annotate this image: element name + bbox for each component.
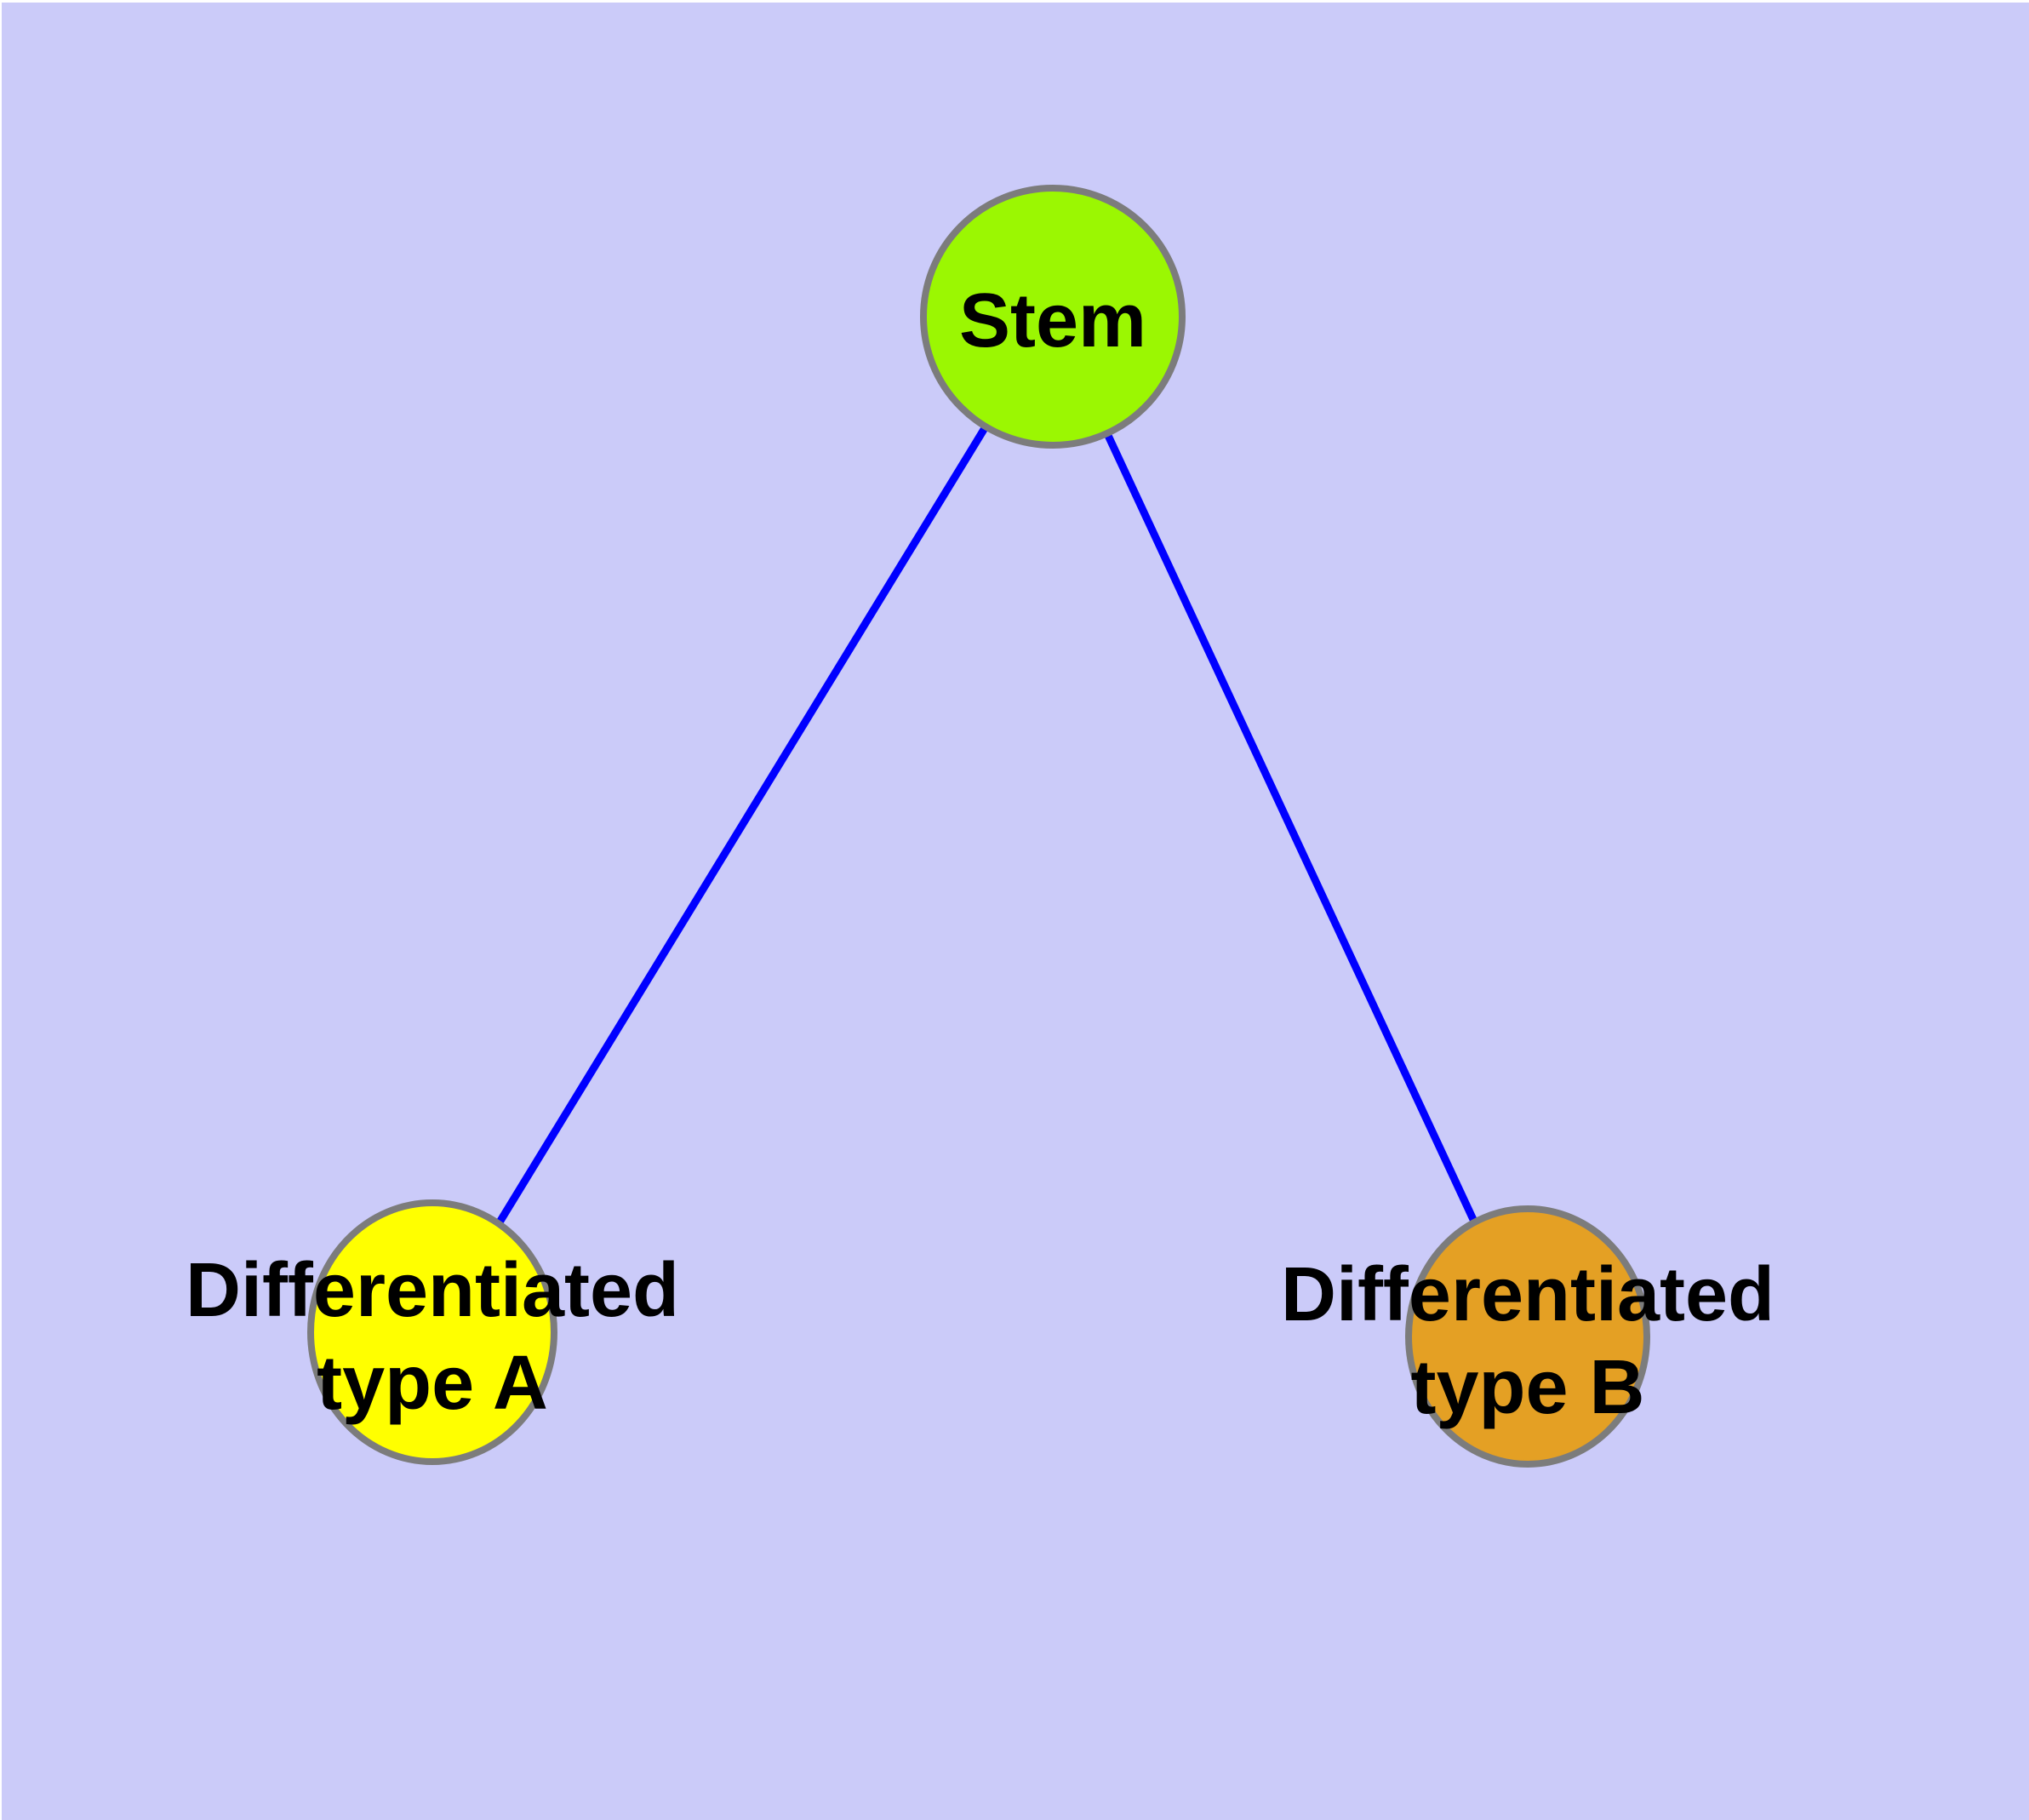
node-differentiated-type-a	[307, 1199, 557, 1465]
node-differentiated-type-b	[1405, 1205, 1650, 1468]
node-diff-a-label-line2: type A	[317, 1341, 548, 1426]
label-group: Stem Differentiated type A Differentiate…	[186, 278, 1775, 1430]
node-diff-b-label-line2: type B	[1410, 1345, 1644, 1430]
node-stem-label: Stem	[959, 278, 1146, 363]
node-group	[307, 185, 1650, 1468]
node-diff-b-label-line1: Differentiated	[1281, 1252, 1775, 1337]
edge-stem-to-diff-a	[429, 314, 1056, 1335]
node-diff-a-label-line1: Differentiated	[186, 1248, 679, 1333]
edge-stem-to-diff-b	[1049, 315, 1532, 1338]
edge-group	[429, 314, 1532, 1338]
node-stem	[920, 185, 1186, 449]
